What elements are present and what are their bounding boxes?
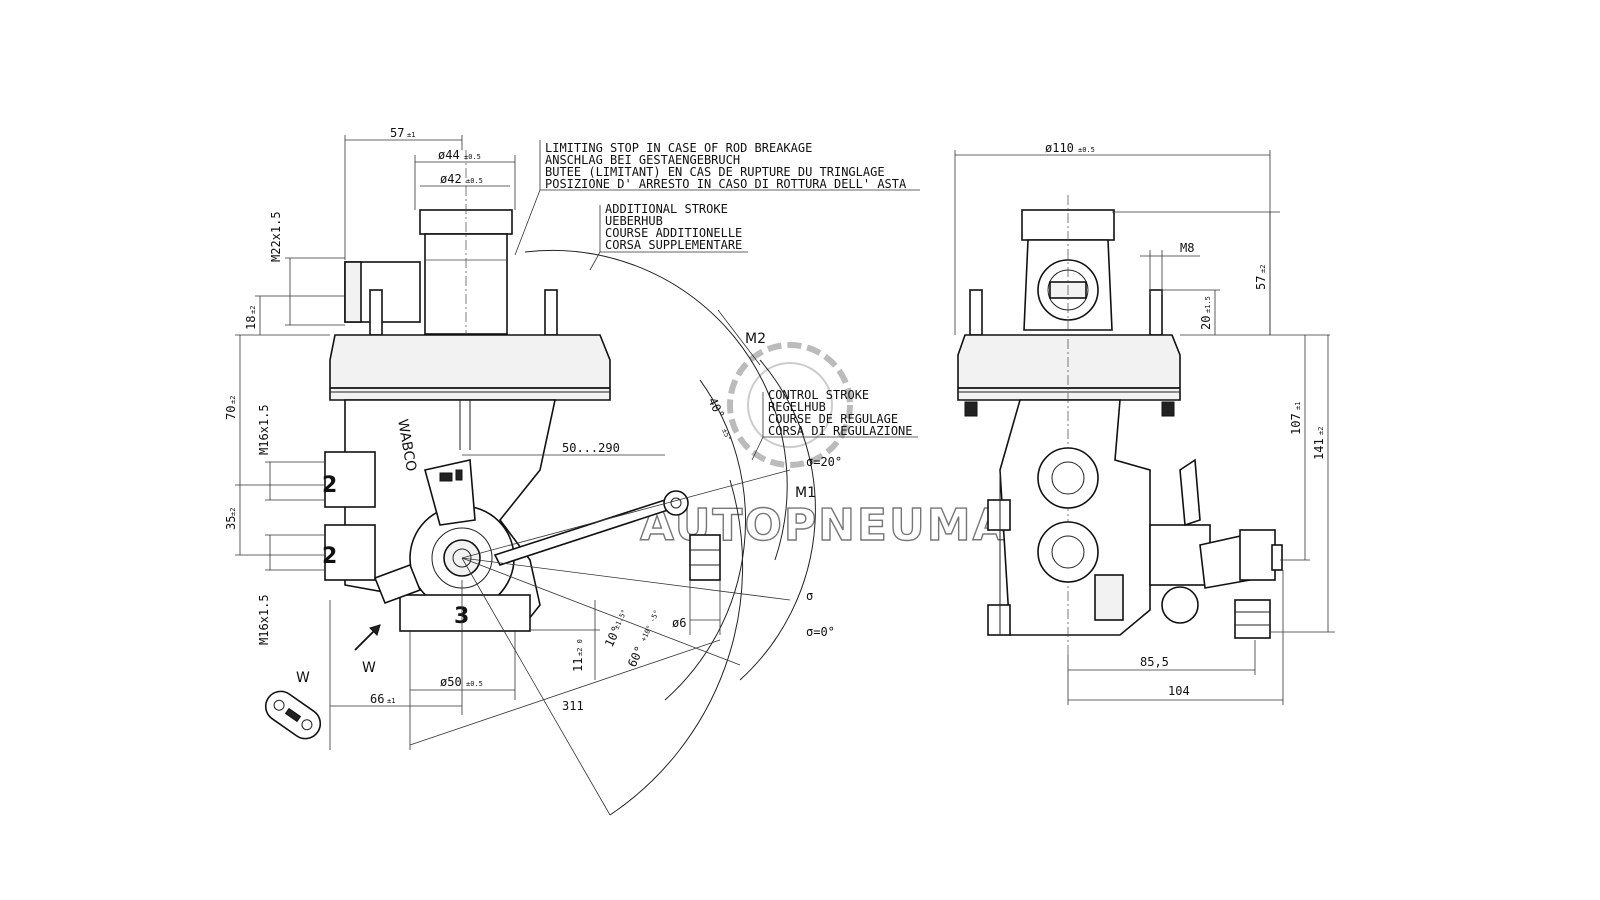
- note-additional-stroke-it: CORSA SUPPLEMENTARE: [605, 238, 742, 252]
- dim-m22: M22x1.5: [269, 211, 283, 262]
- label-sigma-0: σ=0°: [806, 625, 835, 639]
- right-port-a: [1037, 447, 1099, 509]
- right-rod-end: [1234, 599, 1271, 639]
- dim-d44-tol: ±0.5: [464, 153, 481, 161]
- w-detail-label: W: [296, 670, 310, 686]
- right-view: ø110 ±0.5 M8 57 ±2 20 ±1.5 107 ±1 141 ±2…: [954, 141, 1335, 705]
- note-control-stroke-en: CONTROL STROKE: [768, 388, 869, 402]
- label-sigma: σ: [806, 589, 813, 603]
- port-2-lower-label: 2: [322, 544, 337, 569]
- dim-11-tol: ±2 0: [576, 639, 584, 656]
- dim-d42-tol: ±0.5: [466, 177, 483, 185]
- rod-fitting: [689, 534, 721, 581]
- note-control-stroke-it: CORSA DI REGULAZIONE: [768, 424, 913, 438]
- dim-35-tol: ±2: [229, 508, 237, 516]
- dim-20-tol: ±1.5: [1204, 296, 1212, 313]
- control-stroke-arc: [664, 379, 747, 701]
- dim-66-tol: ±1: [387, 697, 395, 705]
- dim-d110: ø110: [1045, 141, 1074, 155]
- note-control-stroke-fr: COURSE DE REGULAGE: [768, 412, 898, 426]
- dim-57-left-tol: ±1: [407, 131, 415, 139]
- dim-107: 107: [1289, 413, 1303, 435]
- note-limiting-stop-fr: BUTEE (LIMITANT) EN CAS DE RUPTURE DU TR…: [545, 165, 885, 179]
- angle-10-tol: ±1.5°: [613, 608, 629, 630]
- w-arrow-label: W: [362, 660, 376, 676]
- note-control-stroke-de: REGELHUB: [768, 400, 826, 414]
- note-limiting-stop: LIMITING STOP IN CASE OF ROD BREAKAGE AN…: [545, 141, 907, 191]
- angle-40-tol: ±5°: [720, 427, 733, 442]
- right-port-b: [1037, 521, 1099, 583]
- dim-141: 141: [1312, 438, 1326, 460]
- left-view: WABCO 2 2 3 W W: [224, 126, 920, 816]
- right-housing-flange: [957, 334, 1181, 401]
- note-control-stroke: CONTROL STROKE REGELHUB COURSE DE REGULA…: [768, 388, 913, 438]
- port-2-upper-label: 2: [322, 473, 337, 498]
- outer-swing-arc: [609, 479, 744, 816]
- dim-d110-tol: ±0.5: [1078, 146, 1095, 154]
- dim-d42: ø42: [440, 172, 462, 186]
- dim-11: 11: [571, 658, 585, 672]
- dim-57-right-tol: ±2: [1259, 265, 1267, 273]
- dim-66: 66: [370, 692, 384, 706]
- dim-m16-upper: M16x1.5: [257, 404, 271, 455]
- dim-m16-lower: M16x1.5: [257, 594, 271, 645]
- dim-20: 20: [1199, 316, 1213, 330]
- angle-60: 60°: [625, 644, 647, 670]
- dim-d50: ø50: [440, 675, 462, 689]
- note-limiting-stop-de: ANSCHLAG BEI GESTAENGEBRUCH: [545, 153, 740, 167]
- note-additional-stroke: ADDITIONAL STROKE UEBERHUB COURSE ADDITI…: [605, 202, 742, 252]
- note-limiting-stop-en: LIMITING STOP IN CASE OF ROD BREAKAGE: [545, 141, 812, 155]
- dim-85-5: 85,5: [1140, 655, 1169, 669]
- dim-18: 18: [244, 316, 258, 330]
- label-m1: M1: [795, 485, 816, 501]
- note-additional-stroke-fr: COURSE ADDITIONELLE: [605, 226, 742, 240]
- dim-m8: M8: [1180, 241, 1194, 255]
- note-additional-stroke-de: UEBERHUB: [605, 214, 663, 228]
- angle-40: 40°: [705, 395, 727, 421]
- dim-d50-tol: ±0.5: [466, 680, 483, 688]
- dim-range: 50...290: [562, 441, 620, 455]
- w-detail-plate: [264, 690, 322, 740]
- label-m2: M2: [745, 331, 766, 347]
- dim-141-tol: ±2: [1317, 427, 1325, 435]
- dim-57-right: 57: [1254, 276, 1268, 290]
- note-additional-stroke-en: ADDITIONAL STROKE: [605, 202, 728, 216]
- angle-60-tol: +10° -5°: [640, 609, 662, 643]
- additional-stroke-arc: [524, 249, 788, 561]
- dim-104: 104: [1168, 684, 1190, 698]
- dim-35: 35: [224, 516, 238, 530]
- port-2-lower: [324, 524, 376, 581]
- housing-flange: [329, 334, 611, 401]
- dim-d6: ø6: [672, 616, 686, 630]
- dim-107-tol: ±1: [1294, 402, 1302, 410]
- label-sigma-20: σ=20°: [806, 455, 842, 469]
- dim-311: 311: [562, 699, 584, 713]
- dim-d44: ø44: [438, 148, 460, 162]
- dim-57-left: 57: [390, 126, 404, 140]
- dim-70: 70: [224, 406, 238, 420]
- note-limiting-stop-it: POSIZIONE D' ARRESTO IN CASO DI ROTTURA …: [545, 177, 907, 191]
- dim-70-tol: ±2: [229, 396, 237, 404]
- port-2-upper: [324, 451, 376, 508]
- dim-18-tol: ±2: [249, 306, 257, 314]
- right-valve-body: [999, 399, 1151, 636]
